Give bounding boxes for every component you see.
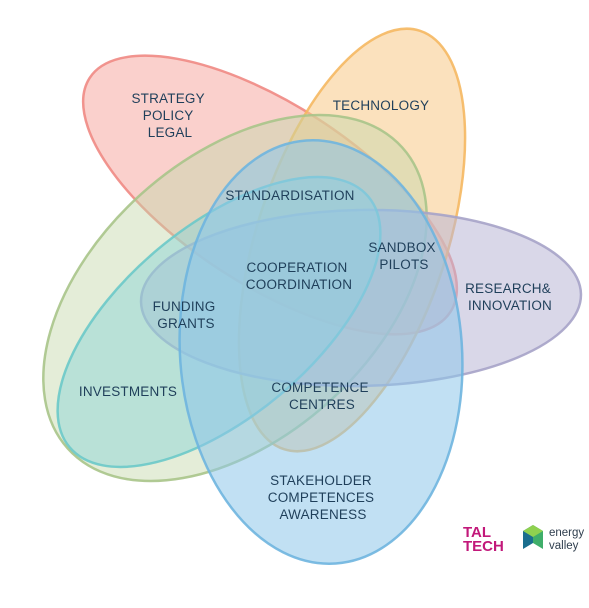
label-research: RESEARCH& INNOVATION [465,281,555,313]
label-competence-line: COMPETENCE [271,380,368,395]
label-investments: INVESTMENTS [79,384,177,399]
label-stakeholder: STAKEHOLDER COMPETENCES AWARENESS [268,473,378,522]
label-strategy: STRATEGY POLICY LEGAL [131,91,208,140]
energy-valley-logo-line: energy [549,527,584,539]
label-funding: FUNDING GRANTS [153,299,220,331]
label-cooperation-line: COORDINATION [246,277,352,292]
energy-valley-hexagon-icon [523,525,543,549]
energy-valley-logo-line: valley [549,540,579,552]
label-technology-line: TECHNOLOGY [333,98,430,113]
label-cooperation-line: COOPERATION [247,260,348,275]
label-technology: TECHNOLOGY [333,98,430,113]
label-standardisation: STANDARDISATION [225,188,354,203]
ellipse-stakeholder [178,139,464,565]
taltech-logo-line: TAL [463,524,491,541]
label-stakeholder-line: STAKEHOLDER [270,473,372,488]
energy-valley-logo: energy valley [523,525,584,552]
taltech-logo: TAL TECH [463,524,504,555]
label-competence-line: CENTRES [289,397,355,412]
label-stakeholder-line: AWARENESS [279,507,366,522]
taltech-logo-line: TECH [463,538,504,555]
label-strategy-line: LEGAL [148,125,193,140]
label-standardisation-line: STANDARDISATION [225,188,354,203]
label-research-line: INNOVATION [468,298,552,313]
label-investments-line: INVESTMENTS [79,384,177,399]
label-strategy-line: POLICY [143,108,194,123]
label-competence: COMPETENCE CENTRES [271,380,372,412]
label-sandbox-line: SANDBOX [368,240,435,255]
label-cooperation: COOPERATION COORDINATION [246,260,352,292]
label-stakeholder-line: COMPETENCES [268,490,374,505]
label-funding-line: GRANTS [157,316,214,331]
label-strategy-line: STRATEGY [131,91,204,106]
label-sandbox: SANDBOX PILOTS [368,240,439,272]
label-research-line: RESEARCH& [465,281,551,296]
label-sandbox-line: PILOTS [379,257,428,272]
label-funding-line: FUNDING [153,299,216,314]
